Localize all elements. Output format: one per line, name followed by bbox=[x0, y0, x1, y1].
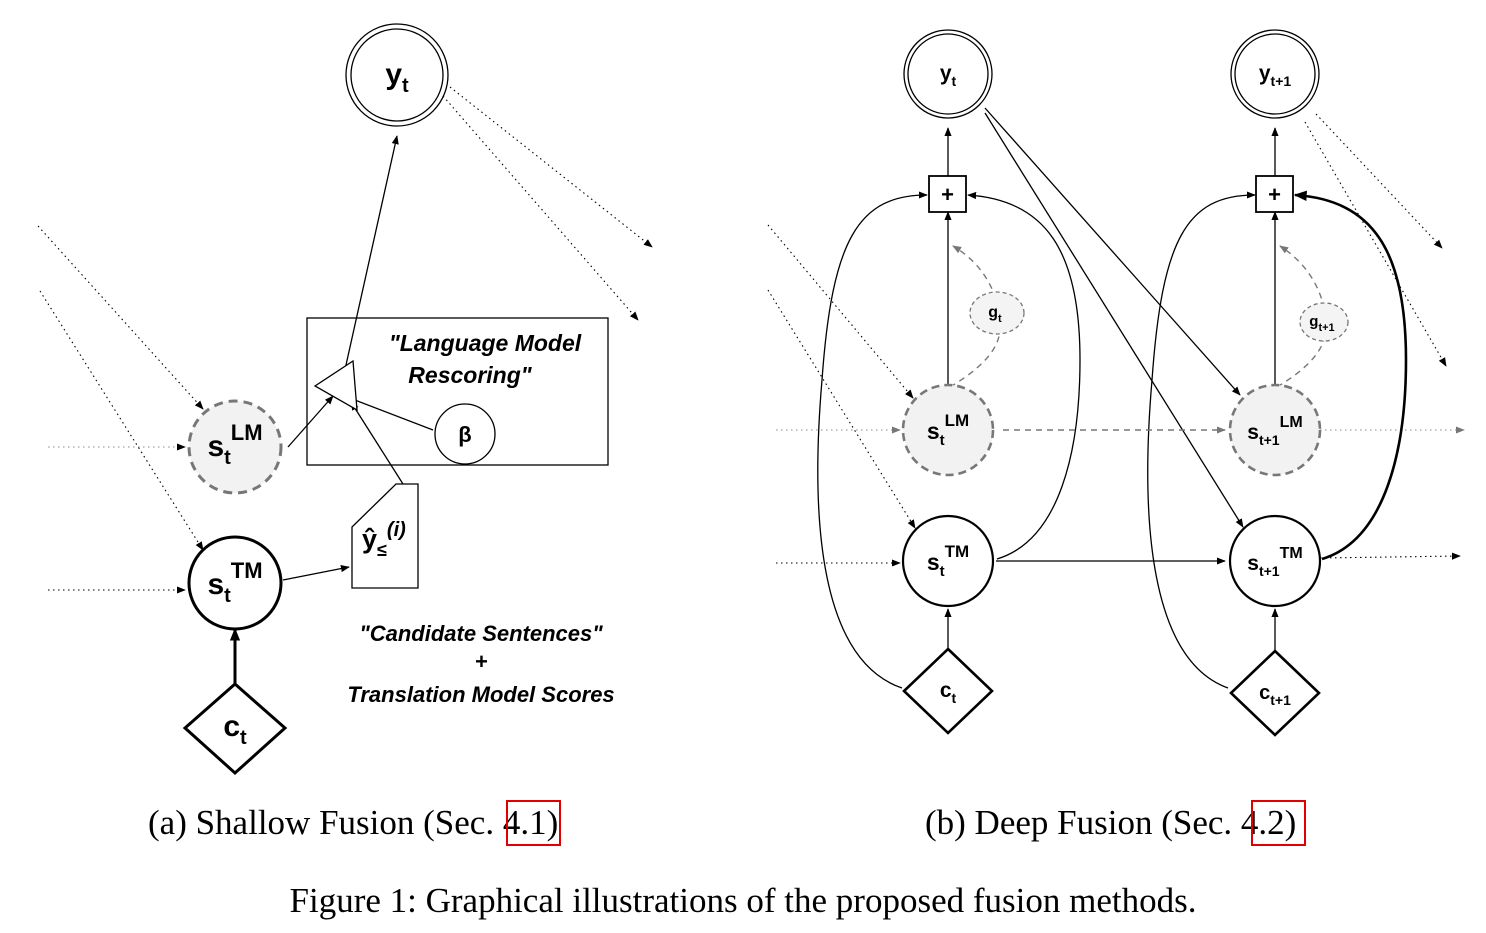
gate-t1: gt+1 bbox=[1299, 302, 1349, 342]
section-ref-box[interactable] bbox=[1251, 800, 1306, 846]
node-s-lm-t1: st+1LM bbox=[1228, 383, 1322, 477]
edge-combine-to-y bbox=[341, 135, 399, 384]
edge-yt-to-stm-t1 bbox=[984, 112, 1244, 528]
svg-text:yt: yt bbox=[940, 62, 957, 89]
rescoring-box bbox=[306, 317, 609, 466]
node-c-t: ct bbox=[182, 682, 288, 776]
svg-text:yt+1: yt+1 bbox=[1259, 62, 1292, 89]
svg-text:st+1TM: st+1TM bbox=[1247, 545, 1302, 579]
node-s-tm-t1: st+1TM bbox=[1228, 514, 1322, 608]
figure-caption: Figure 1: Graphical illustrations of the… bbox=[290, 881, 1197, 920]
svg-text:ŷ≤(i): ŷ≤(i) bbox=[362, 519, 406, 560]
panel-a-shallow-fusion: yt stLM β ŷ≤(i) stTM ct "Language Model bbox=[37, 23, 653, 846]
edge-beta-to-combine bbox=[346, 396, 434, 431]
node-s-tm: stTM bbox=[187, 535, 283, 631]
candidate-note: "Candidate Sentences" bbox=[359, 621, 603, 646]
caption-b: (b) Deep Fusion (Sec. 4.2) bbox=[925, 803, 1296, 842]
svg-text:yt: yt bbox=[385, 58, 409, 97]
panel-b-deep-fusion: yt yt+1 + + gt gt+1 stLM bbox=[767, 29, 1465, 846]
plus-box-t: + bbox=[928, 175, 967, 213]
svg-text:+: + bbox=[941, 182, 954, 207]
candidate-note-plus: + bbox=[475, 649, 488, 674]
dotted-edge bbox=[1304, 121, 1447, 367]
node-c-t: ct bbox=[902, 647, 994, 735]
section-ref-link: 4.1 bbox=[503, 803, 547, 842]
edge-c-loop-to-plus bbox=[1147, 191, 1256, 689]
svg-text:ct: ct bbox=[940, 679, 957, 706]
svg-text:stLM: stLM bbox=[927, 411, 969, 449]
node-s-lm: stLM bbox=[187, 399, 283, 495]
edge-stm-loop-to-plus bbox=[967, 191, 1081, 560]
svg-text:+: + bbox=[1268, 182, 1281, 207]
svg-text:gt+1: gt+1 bbox=[1309, 313, 1334, 334]
dotted-edge bbox=[767, 289, 916, 529]
edge-stm-loop-to-plus bbox=[1293, 190, 1408, 561]
node-c-t1: ct+1 bbox=[1229, 649, 1321, 737]
svg-text:ct+1: ct+1 bbox=[1259, 682, 1291, 708]
node-y-t: yt bbox=[903, 29, 993, 119]
dotted-edge bbox=[37, 225, 204, 410]
node-y-t1: yt+1 bbox=[1230, 29, 1320, 119]
lm-rescoring-note: "Language Model bbox=[389, 330, 582, 356]
svg-text:stLM: stLM bbox=[207, 420, 262, 469]
node-beta: β bbox=[434, 403, 496, 465]
edge-c-loop-to-plus bbox=[817, 191, 928, 689]
dotted-edge bbox=[39, 290, 204, 551]
svg-text:st+1LM: st+1LM bbox=[1247, 414, 1302, 448]
gate-t: gt bbox=[969, 291, 1025, 335]
dotted-edge bbox=[442, 95, 639, 321]
edge-stm-to-candidates bbox=[282, 565, 350, 581]
edge-candidates-to-combine bbox=[350, 401, 404, 485]
svg-text:gt: gt bbox=[988, 304, 1002, 325]
dotted-edge bbox=[1315, 113, 1443, 249]
svg-text:β: β bbox=[458, 422, 471, 447]
lm-rescoring-note: Rescoring" bbox=[408, 362, 532, 388]
node-s-lm-t: stLM bbox=[901, 383, 995, 477]
node-s-tm-t: stTM bbox=[901, 514, 995, 608]
candidate-note: Translation Model Scores bbox=[347, 682, 614, 707]
dotted-edge bbox=[1319, 552, 1461, 560]
plus-box-t1: + bbox=[1255, 175, 1294, 213]
dotted-edge bbox=[767, 224, 914, 399]
caption-a: (a) Shallow Fusion (Sec. 4.1) bbox=[148, 803, 558, 842]
edge-yt-to-slm-t1 bbox=[984, 107, 1241, 396]
svg-text:stTM: stTM bbox=[927, 542, 969, 580]
candidate-sentences-doc: ŷ≤(i) bbox=[351, 483, 419, 589]
svg-text:ct: ct bbox=[223, 710, 247, 749]
combination-triangle bbox=[313, 359, 358, 412]
dotted-edge bbox=[449, 86, 653, 248]
svg-text:stTM: stTM bbox=[207, 558, 262, 607]
section-ref-link: 4.2 bbox=[1241, 803, 1285, 842]
node-y-t: yt bbox=[345, 23, 449, 127]
edge-slm-to-combine bbox=[287, 395, 334, 448]
section-ref-box[interactable] bbox=[506, 800, 561, 846]
